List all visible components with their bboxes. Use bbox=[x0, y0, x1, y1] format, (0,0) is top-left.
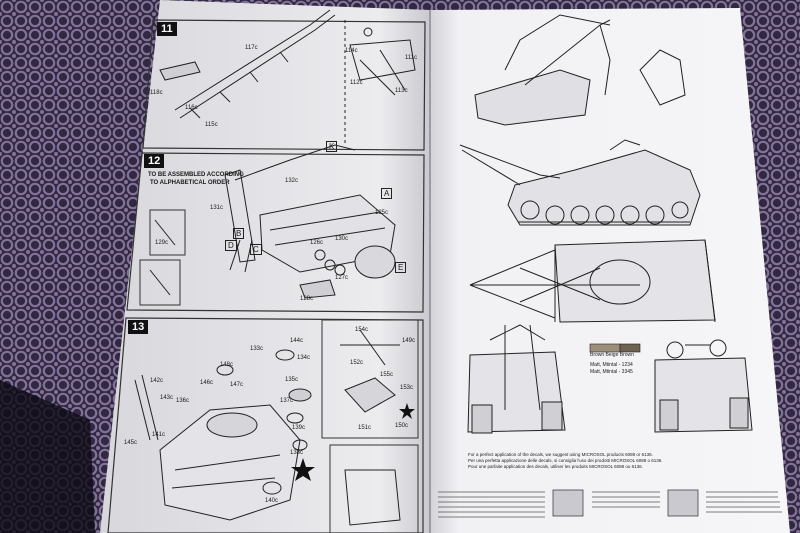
assembly-note-line1: TO BE ASSEMBLED ACCORDING bbox=[148, 172, 244, 178]
part-label: 147c bbox=[230, 382, 244, 388]
footer-fine-print bbox=[438, 491, 782, 518]
step-12-hull-drawing bbox=[139, 144, 396, 306]
part-label: 139c bbox=[292, 425, 306, 431]
part-label: 132c bbox=[285, 178, 299, 184]
step-number-12: 12 bbox=[144, 154, 165, 168]
step-number-11: 11 bbox=[157, 22, 177, 36]
part-label: 154c bbox=[355, 327, 369, 333]
part-label: 134c bbox=[297, 355, 311, 361]
part-label: 117c bbox=[245, 45, 258, 51]
part-label: 128c bbox=[300, 296, 314, 302]
letter-marker: D bbox=[225, 240, 237, 251]
part-label: 140c bbox=[265, 498, 279, 504]
assembly-note-line2: TO ALPHABETICAL ORDER bbox=[150, 180, 230, 186]
part-label: 114c bbox=[345, 48, 358, 54]
part-label: 155c bbox=[380, 372, 394, 378]
color-swatch bbox=[589, 343, 621, 353]
crane-rear-view bbox=[654, 339, 753, 433]
crane-side-view bbox=[459, 139, 701, 226]
part-label: 127c bbox=[335, 275, 349, 281]
star-marker bbox=[399, 403, 415, 419]
part-label: 144c bbox=[290, 338, 304, 344]
part-label: 130c bbox=[335, 236, 349, 242]
part-label: 148c bbox=[220, 362, 234, 368]
part-label: 113c bbox=[395, 88, 408, 94]
part-label: 138c bbox=[290, 450, 304, 456]
left-page bbox=[100, 0, 430, 533]
crane-top-view bbox=[469, 239, 716, 323]
crane-front-view bbox=[467, 324, 566, 434]
crane-iso-view bbox=[474, 14, 686, 126]
letter-marker: E bbox=[395, 262, 407, 273]
part-label: 115c bbox=[205, 122, 218, 128]
decal-note-line: For a perfect application of the decals,… bbox=[468, 452, 653, 457]
step-11-panel bbox=[142, 19, 426, 151]
part-label: 131c bbox=[210, 205, 224, 211]
part-label: 151c bbox=[358, 425, 372, 431]
part-label: 112c bbox=[350, 80, 363, 86]
part-label: 142c bbox=[150, 378, 164, 384]
part-label: 118c bbox=[150, 90, 163, 96]
letter-marker: C bbox=[250, 244, 262, 255]
part-label: 136c bbox=[176, 398, 190, 404]
step-12-panel bbox=[126, 152, 425, 313]
color-swatch bbox=[619, 343, 641, 353]
part-label: 146c bbox=[200, 380, 214, 386]
color-legend-line: Matt, Mtintal - 3345 bbox=[590, 369, 633, 375]
part-label: 149c bbox=[402, 338, 416, 344]
part-label: 137c bbox=[280, 398, 294, 404]
part-label: 116c bbox=[185, 105, 198, 111]
decal-note-line: Pour une parfaite application des decals… bbox=[468, 464, 643, 469]
decal-note-line: Per una perfetta applicazione delle deca… bbox=[468, 458, 663, 463]
part-label: 152c bbox=[350, 360, 364, 366]
part-label: 133c bbox=[250, 346, 264, 352]
color-legend-line: Matt, Mtintal - 1234 bbox=[590, 362, 633, 368]
star-marker bbox=[291, 458, 315, 481]
decal-thumb bbox=[667, 489, 699, 517]
part-label: 126c bbox=[310, 240, 324, 246]
color-legend-title: Brown Beige Brown bbox=[590, 352, 634, 358]
step-number-13: 13 bbox=[128, 320, 149, 334]
part-label: 141c bbox=[152, 432, 166, 438]
part-label: 135c bbox=[285, 377, 299, 383]
decal-thumb bbox=[552, 489, 584, 517]
part-label: 125c bbox=[375, 210, 389, 216]
part-label: 111c bbox=[405, 55, 418, 61]
part-label: 129c bbox=[155, 240, 169, 246]
part-label: 143c bbox=[160, 395, 174, 401]
part-label: 153c bbox=[400, 385, 414, 391]
letter-marker: A bbox=[381, 188, 393, 199]
part-label: 150c bbox=[395, 423, 409, 429]
part-label: 145c bbox=[124, 440, 138, 446]
step-11-boom-drawing bbox=[159, 9, 416, 145]
letter-marker: K bbox=[326, 141, 338, 152]
step-13-panel bbox=[107, 317, 424, 533]
step-13-hull-drawing bbox=[134, 319, 419, 533]
letter-marker: B bbox=[233, 228, 245, 239]
